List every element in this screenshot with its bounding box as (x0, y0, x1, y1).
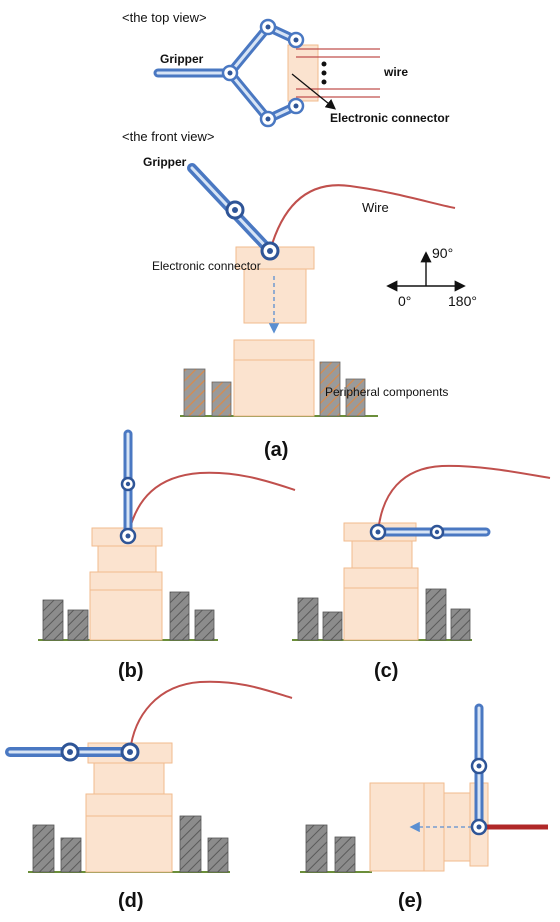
dot-3 (321, 79, 327, 85)
top-gripper-label: Gripper (160, 52, 204, 66)
angle-0-label: 0° (398, 293, 411, 309)
caption-d: (d) (118, 890, 144, 912)
wire-a (269, 184, 456, 252)
gripper-b (119, 429, 137, 545)
front-view-title: <the front view> (122, 129, 215, 144)
front-connector-label: Electronic connector (152, 259, 261, 273)
angle-180-label: 180° (448, 293, 477, 309)
connector-stack-b (89, 527, 163, 641)
wire-b (127, 471, 296, 537)
caption-b: (b) (118, 660, 144, 682)
peripheral-label: Peripheral components (325, 385, 448, 399)
peripheral-components-e (305, 824, 356, 873)
gripper-e (470, 703, 488, 836)
angle-legend (386, 251, 466, 292)
front-wire-label: Wire (362, 200, 389, 215)
caption-a: (a) (264, 439, 288, 461)
gripper-d (5, 742, 140, 762)
front-gripper-label: Gripper (143, 155, 187, 169)
gripper-c (369, 523, 491, 541)
peripheral-components-d (32, 815, 229, 873)
top-view-connector (287, 44, 380, 102)
gripper-a (187, 163, 280, 261)
dot-1 (321, 61, 327, 67)
peripheral-components-b (42, 591, 215, 641)
connector-pointer-arrow (291, 73, 337, 110)
top-wire-label: wire (383, 65, 408, 79)
base-connector-a (233, 339, 315, 417)
top-view-gripper (153, 18, 305, 128)
peripheral-components-c (297, 588, 471, 641)
connector-stack-c (343, 522, 419, 641)
peripheral-components-a (183, 361, 366, 417)
top-connector-label: Electronic connector (330, 111, 450, 125)
caption-c: (c) (374, 660, 398, 682)
dot-2 (321, 70, 327, 76)
wire-c (377, 464, 551, 533)
caption-e: (e) (398, 890, 422, 912)
angle-90-label: 90° (432, 245, 453, 261)
top-view-title: <the top view> (122, 10, 207, 25)
connector-stack-d (85, 742, 173, 873)
wire-d (129, 680, 293, 753)
